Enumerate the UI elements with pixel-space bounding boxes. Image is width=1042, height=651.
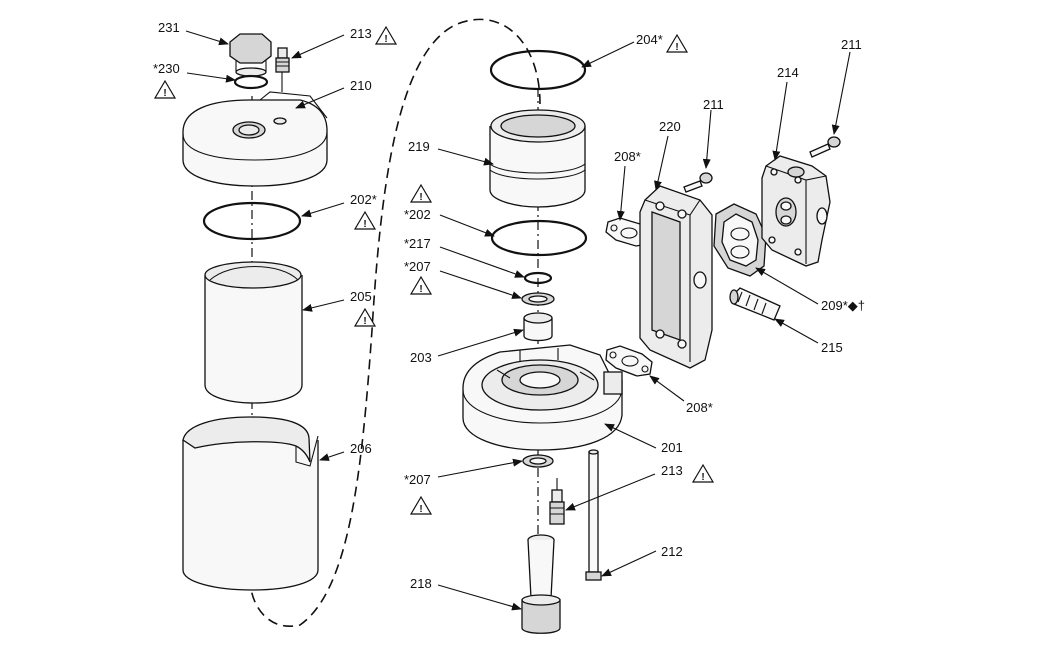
part-205-cylinder bbox=[204, 261, 303, 404]
label-213-top: 213 bbox=[350, 26, 372, 41]
assembly-connection-line bbox=[249, 18, 541, 627]
svg-text:!: ! bbox=[163, 88, 166, 99]
label-207-bottom: *207 bbox=[404, 472, 431, 487]
label-230: *230 bbox=[153, 61, 180, 76]
svg-text:!: ! bbox=[419, 504, 422, 515]
label-204: 204* bbox=[636, 32, 663, 47]
part-217-o-ring bbox=[523, 271, 553, 285]
part-218-rod bbox=[521, 534, 561, 634]
part-220-valve-body bbox=[639, 185, 713, 369]
part-213-valve-top bbox=[275, 47, 290, 92]
label-218: 218 bbox=[410, 576, 432, 591]
part-labels: 231 213 *230 210 202* 205 206 204* 219 *… bbox=[153, 20, 865, 591]
svg-text:!: ! bbox=[419, 284, 422, 295]
part-230-o-ring bbox=[233, 74, 269, 90]
svg-text:!: ! bbox=[419, 192, 422, 203]
label-202-middle: *202 bbox=[404, 207, 431, 222]
part-202-o-ring-left bbox=[202, 201, 302, 241]
label-206: 206 bbox=[350, 441, 372, 456]
warning-icon: ! bbox=[154, 80, 176, 99]
label-220: 220 bbox=[659, 119, 681, 134]
label-214: 214 bbox=[777, 65, 799, 80]
label-209: 209*◆† bbox=[821, 298, 865, 313]
part-208-gasket-top bbox=[605, 217, 651, 247]
label-203: 203 bbox=[410, 350, 432, 365]
label-207-top: *207 bbox=[404, 259, 431, 274]
part-219-piston bbox=[489, 109, 586, 208]
label-205: 205 bbox=[350, 289, 372, 304]
svg-text:!: ! bbox=[701, 472, 704, 483]
part-203-bushing bbox=[523, 312, 553, 342]
label-219: 219 bbox=[408, 139, 430, 154]
svg-text:!: ! bbox=[363, 219, 366, 230]
part-206-shield bbox=[182, 416, 319, 591]
label-208-bottom: 208* bbox=[686, 400, 713, 415]
svg-text:!: ! bbox=[675, 42, 678, 53]
warning-icon: ! bbox=[410, 184, 432, 203]
part-207-seal-top bbox=[521, 292, 555, 306]
warning-icon: ! bbox=[410, 496, 432, 515]
label-202-left: 202* bbox=[350, 192, 377, 207]
part-231-cap bbox=[229, 33, 272, 77]
warning-icon: ! bbox=[375, 26, 397, 45]
label-208-top: 208* bbox=[614, 149, 641, 164]
part-202-o-ring-middle bbox=[490, 219, 588, 257]
part-210-top-plate bbox=[182, 91, 328, 187]
label-231: 231 bbox=[158, 20, 180, 35]
svg-text:!: ! bbox=[384, 34, 387, 45]
label-215: 215 bbox=[821, 340, 843, 355]
svg-text:!: ! bbox=[363, 316, 366, 327]
leader-lines bbox=[185, 30, 851, 611]
part-214-cover bbox=[761, 155, 831, 267]
part-208-gasket-bottom bbox=[605, 345, 653, 377]
part-215-muffler bbox=[729, 287, 781, 321]
part-213-valve-bottom bbox=[549, 478, 565, 525]
label-201: 201 bbox=[661, 440, 683, 455]
part-209-gasket bbox=[713, 203, 767, 277]
warning-icon: ! bbox=[692, 464, 714, 483]
warning-icon: ! bbox=[354, 308, 376, 327]
label-213-bottom: 213 bbox=[661, 463, 683, 478]
part-211-bolt-right bbox=[809, 136, 841, 158]
part-207-seal-bottom bbox=[522, 454, 554, 468]
label-217: *217 bbox=[404, 236, 431, 251]
warning-icon: ! bbox=[410, 276, 432, 295]
part-204-o-ring bbox=[489, 49, 587, 91]
part-212-tie-rod bbox=[585, 449, 602, 581]
warning-icon: ! bbox=[666, 34, 688, 53]
label-212: 212 bbox=[661, 544, 683, 559]
part-201-base bbox=[462, 344, 623, 451]
label-211-middle: 211 bbox=[703, 97, 724, 112]
label-210: 210 bbox=[350, 78, 372, 93]
label-211-right: 211 bbox=[841, 37, 862, 52]
warning-icon: ! bbox=[354, 211, 376, 230]
part-211-bolt-mid bbox=[683, 172, 713, 193]
